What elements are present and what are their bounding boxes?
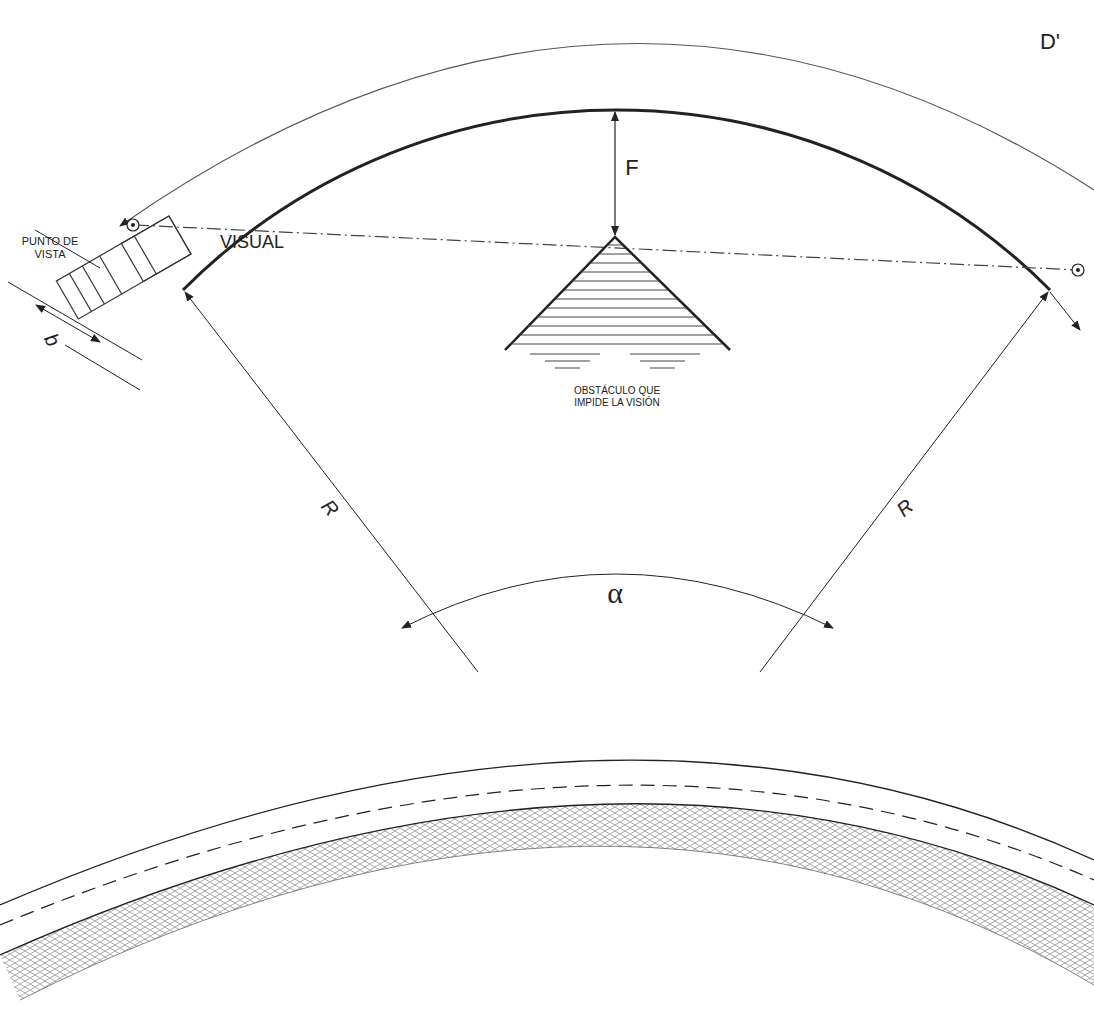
road-arc	[183, 110, 1050, 290]
road-plan	[0, 760, 1094, 1000]
dimension-arc	[120, 44, 1094, 226]
dimension-line	[614, 112, 615, 235]
radius-line	[760, 292, 1048, 672]
callout-label: PUNTO DE VISTA	[20, 235, 80, 260]
eye-point	[127, 219, 139, 231]
radius-label: R	[312, 489, 349, 527]
radius-label: R	[886, 490, 924, 527]
angle-label: α	[595, 576, 635, 611]
vehicle	[56, 216, 191, 319]
radius-line	[185, 292, 478, 672]
dimension-label: D'	[1020, 29, 1080, 54]
obstacle-label: OBSTÁCULO QUE IMPIDE LA VISIÓN	[572, 385, 662, 408]
line-label: VISUAL	[197, 232, 307, 253]
dimension-b	[8, 230, 142, 390]
obstacle	[505, 237, 730, 368]
angle-arc	[402, 574, 833, 628]
dimension-label: b	[35, 321, 70, 358]
dimension-label: F	[612, 155, 652, 180]
target-point	[1072, 264, 1084, 276]
